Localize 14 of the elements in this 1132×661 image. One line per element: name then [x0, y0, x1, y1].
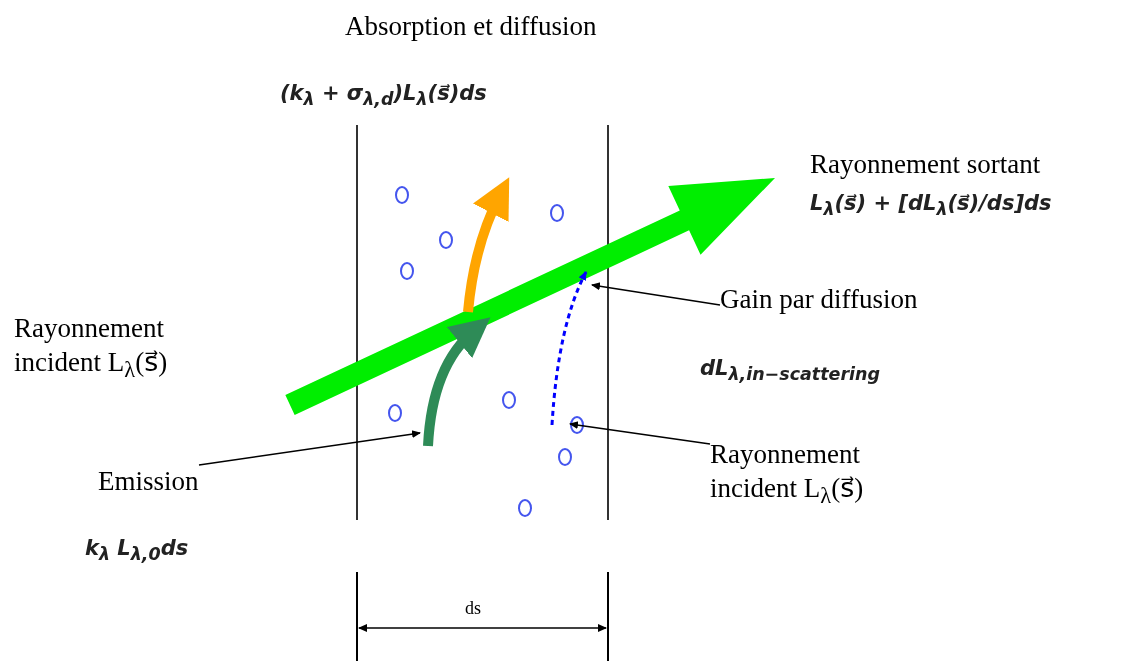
formula-text: k$_{λ}$ L$_{λ,0}$ds — [85, 535, 189, 567]
leader-line — [198, 430, 421, 466]
formula-text: (k$_{λ}$ + σ$_{λ,d}$)L$_{λ}$(s⃗)ds — [280, 80, 487, 112]
leader-line — [591, 282, 721, 306]
dimension-label: ds — [465, 597, 481, 620]
formula-text: dL$_{λ,in−scattering}$ — [700, 355, 881, 387]
leader-line — [569, 421, 711, 445]
text-label: Rayonnement incident L$_{λ}$(s⃗) — [710, 438, 940, 511]
text-label: Gain par diffusion — [720, 283, 918, 317]
formula-text: L$_{λ}$(s⃗) + [dL$_{λ}$(s⃗)/ds]ds — [810, 190, 1052, 222]
text-label: Rayonnement sortant — [810, 148, 1041, 181]
heading-text: Absorption et diffusion — [345, 10, 597, 43]
text-label: Emission — [98, 465, 199, 499]
text-label: Rayonnement incident L$_{λ}$(s⃗) — [14, 312, 169, 385]
